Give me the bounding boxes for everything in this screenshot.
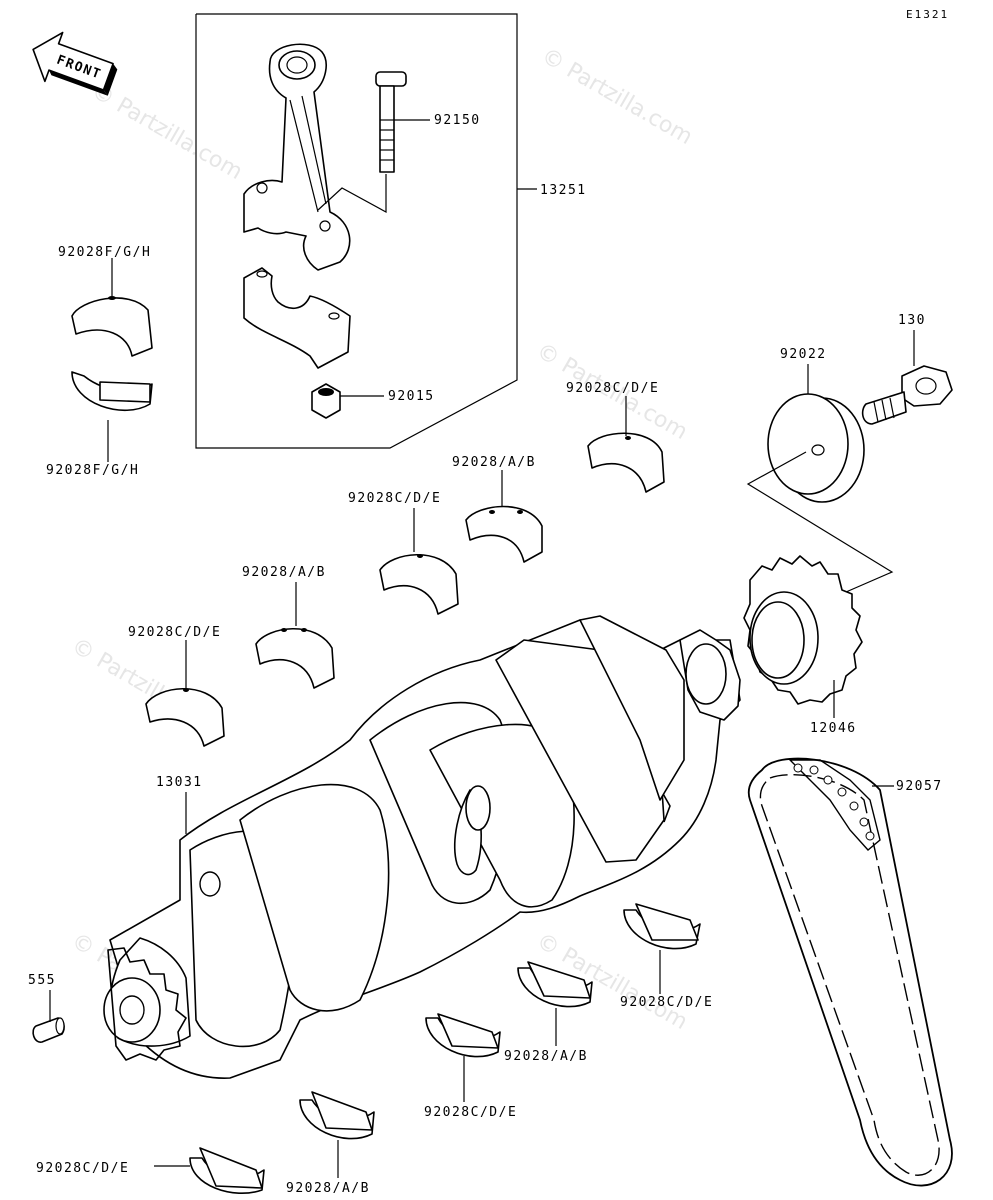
front-arrow: FRONT: [32, 31, 118, 96]
crank-gear: [743, 555, 863, 705]
label-92057: 92057: [896, 779, 943, 794]
part-labels: 92150 13251 92015 92028F/G/H 92028F/G/H …: [28, 113, 943, 1196]
main-bearing: [145, 688, 225, 747]
label-92028cde-5: 92028C/D/E: [424, 1105, 517, 1120]
label-92028cde-4: 92028C/D/E: [620, 995, 713, 1010]
main-bearing: [379, 554, 459, 615]
label-13031: 13031: [156, 775, 203, 790]
label-12046: 12046: [810, 721, 857, 736]
label-92028cde-2: 92028C/D/E: [348, 491, 441, 506]
main-bearing: [425, 1013, 501, 1058]
label-92028fgh-bottom: 92028F/G/H: [46, 463, 139, 478]
label-92028ab-2: 92028/A/B: [242, 565, 326, 580]
connecting-rod-cap: [243, 267, 351, 369]
conrod-bearing-upper: [71, 296, 153, 357]
conrod-assembly-box: [195, 13, 537, 449]
label-130: 130: [898, 313, 926, 328]
conrod-bearing-lower: [71, 371, 153, 412]
conrod-nut: [311, 383, 341, 419]
label-92028cde-1: 92028C/D/E: [566, 381, 659, 396]
crankshaft: [103, 615, 741, 1079]
diagram-code: E1321: [906, 8, 949, 21]
label-92028fgh-top: 92028F/G/H: [58, 245, 151, 260]
main-bearing: [587, 432, 665, 493]
label-92150: 92150: [434, 113, 481, 128]
label-13251: 13251: [540, 183, 587, 198]
watermark: © Partzilla.com: [87, 79, 247, 186]
main-bearing: [255, 628, 335, 689]
dowel-pin: [32, 1017, 65, 1043]
watermark: © Partzilla.com: [537, 44, 697, 151]
leader-lines: [49, 119, 915, 1178]
label-92028ab-3: 92028/A/B: [504, 1049, 588, 1064]
washer: [746, 393, 894, 593]
label-92028ab-1: 92028/A/B: [452, 455, 536, 470]
main-bearing: [517, 961, 593, 1008]
conrod-bolt: [317, 71, 407, 214]
label-92028cde-3: 92028C/D/E: [128, 625, 221, 640]
main-bearing: [189, 1147, 265, 1194]
label-92022: 92022: [780, 347, 827, 362]
gear-bolt: [861, 365, 953, 425]
label-92028ab-4: 92028/A/B: [286, 1181, 370, 1196]
main-bearing: [299, 1091, 375, 1140]
connecting-rod: [243, 43, 351, 271]
timing-chain: [747, 757, 953, 1187]
label-92028cde-6: 92028C/D/E: [36, 1161, 129, 1176]
label-555: 555: [28, 973, 56, 988]
label-92015: 92015: [388, 389, 435, 404]
main-bearing: [465, 505, 543, 563]
main-bearing: [623, 903, 701, 950]
